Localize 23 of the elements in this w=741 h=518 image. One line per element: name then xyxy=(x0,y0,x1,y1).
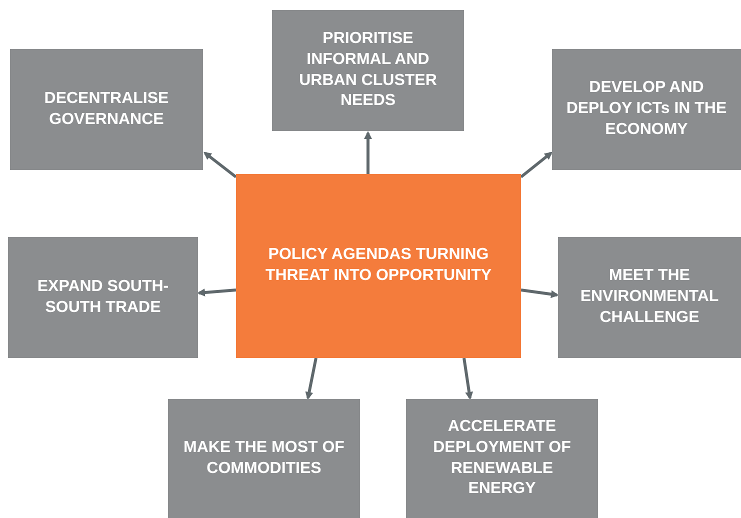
policy-box xyxy=(406,399,598,518)
policy-box xyxy=(10,49,203,170)
policy-box xyxy=(552,49,741,170)
box-label: DEVELOP AND DEPLOY ICTs IN THE ECONOMY xyxy=(565,78,728,140)
box-label: DECENTRALISE GOVERNANCE xyxy=(43,88,170,130)
arrow xyxy=(203,152,237,178)
box-label: POLICY AGENDAS TURNING THREAT INTO OPPORTUNITY xyxy=(264,245,493,286)
policy-box xyxy=(8,237,198,358)
policy-box xyxy=(168,399,360,518)
arrow xyxy=(520,288,559,298)
arrow xyxy=(364,131,372,174)
box-label: PRIORITISE INFORMAL AND URBAN CLUSTER NEEDS xyxy=(298,28,438,112)
box-label: MEET THE ENVIRONMENTAL CHALLENGE xyxy=(579,266,720,328)
arrow xyxy=(305,358,318,400)
arrow xyxy=(520,152,553,178)
box-label: EXPAND SOUTH-SOUTH TRADE xyxy=(36,276,170,318)
policy-box xyxy=(558,237,741,358)
box-label: ACCELERATE DEPLOYMENT OF RENEWABLE ENERGY xyxy=(432,416,572,500)
arrow xyxy=(197,288,236,296)
central-box xyxy=(236,174,521,358)
policy-box xyxy=(272,10,464,131)
arrow xyxy=(462,358,474,400)
box-label: MAKE THE MOST OF COMMODITIES xyxy=(182,438,346,478)
